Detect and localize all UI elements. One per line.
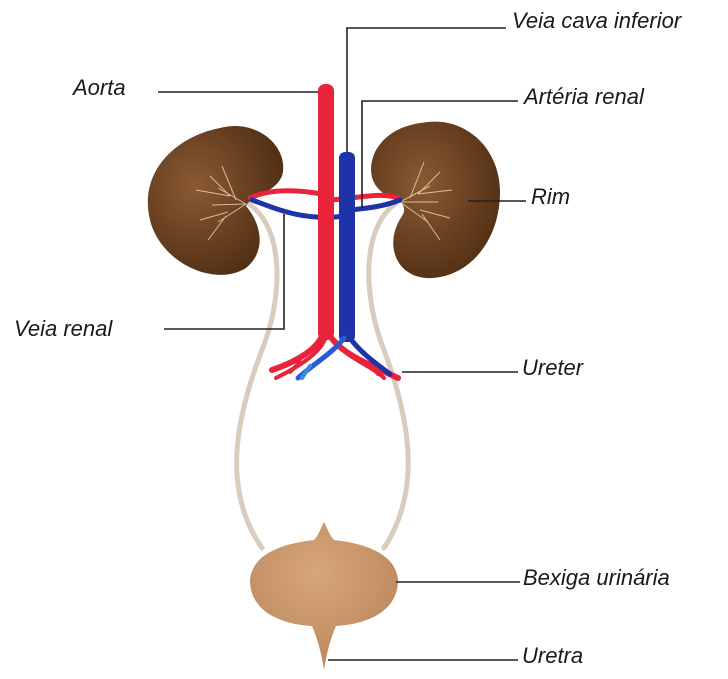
left-renal-artery <box>250 191 322 198</box>
label-vena-cava: Veia cava inferior <box>512 10 681 32</box>
label-urethra: Uretra <box>522 645 583 667</box>
left-kidney <box>148 126 283 275</box>
label-bladder: Bexiga urinária <box>523 567 670 589</box>
label-renal-vein: Veia renal <box>14 318 112 340</box>
label-kidney: Rim <box>531 186 570 208</box>
label-renal-artery: Artéria renal <box>524 86 644 108</box>
urinary-bladder <box>250 522 398 670</box>
label-aorta: Aorta <box>73 77 126 99</box>
right-kidney <box>371 122 500 278</box>
label-ureter: Ureter <box>522 357 583 379</box>
